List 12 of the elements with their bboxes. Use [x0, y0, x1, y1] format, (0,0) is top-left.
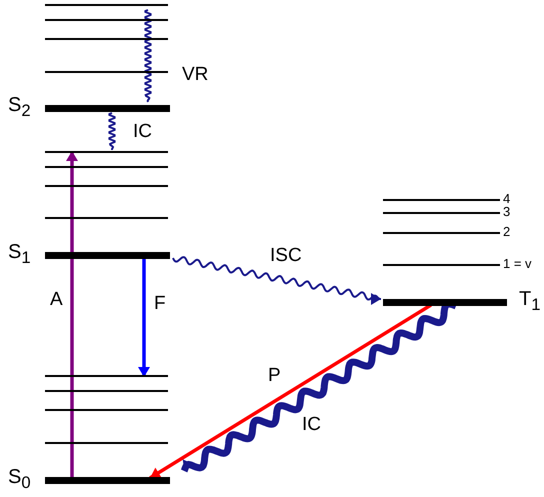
- state-label: T$_{1}$: [519, 288, 540, 316]
- arrow: [138, 259, 150, 377]
- level-number: 2: [503, 225, 510, 239]
- state-label: S$_{0}$: [8, 466, 31, 494]
- wavy-arrow: [172, 256, 382, 305]
- level-number: 3: [503, 205, 510, 219]
- arrow: [66, 151, 78, 477]
- arrow: [149, 304, 432, 480]
- level-number: 1 = v: [503, 257, 532, 271]
- state-label: S$_{1}$: [8, 241, 31, 269]
- state-label: S$_{2}$: [8, 94, 31, 122]
- level-number: 4: [503, 192, 510, 206]
